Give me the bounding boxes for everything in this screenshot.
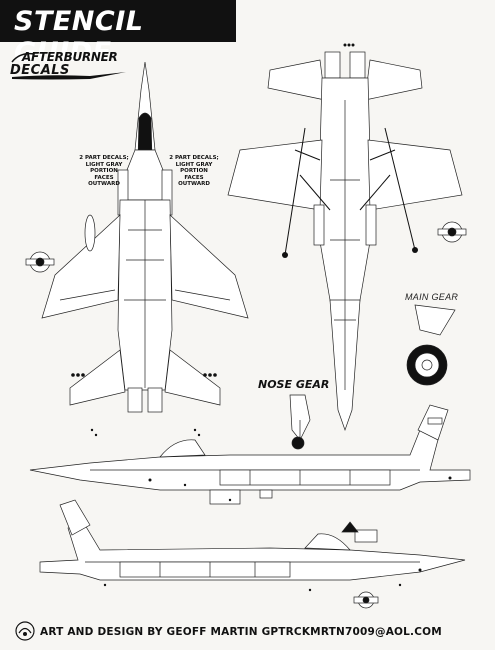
bottom-view-aircraft [227,43,467,432]
header-bar: STENCIL GUIDE [0,0,236,68]
right-decal-callout: 2 PART DECALS; LIGHT GRAY PORTION FACES … [169,155,219,187]
nose-gear-drawing [289,394,311,450]
logo-swoosh-icon [11,52,126,80]
footer-brand-icon [15,621,35,641]
main-gear-label: MAIN GEAR [405,292,459,302]
footer-credit: ART AND DESIGN BY GEOFF MARTIN GPTRCKMRT… [40,626,442,638]
logo-line-2: DECALS [10,63,70,78]
top-view-aircraft [25,61,249,437]
main-gear-drawing [406,304,456,386]
logo-line-1: AFTERBURNER [22,50,118,64]
page-title: STENCIL GUIDE [14,6,144,68]
nose-gear-label: NOSE GEAR [258,378,330,391]
side-view-upper-aircraft [29,404,471,505]
afterburner-logo: AFTERBURNER DECALS [10,50,128,80]
side-view-lower-aircraft [39,499,466,609]
left-decal-callout: 2 PART DECALS; LIGHT GRAY PORTION FACES … [79,155,129,187]
